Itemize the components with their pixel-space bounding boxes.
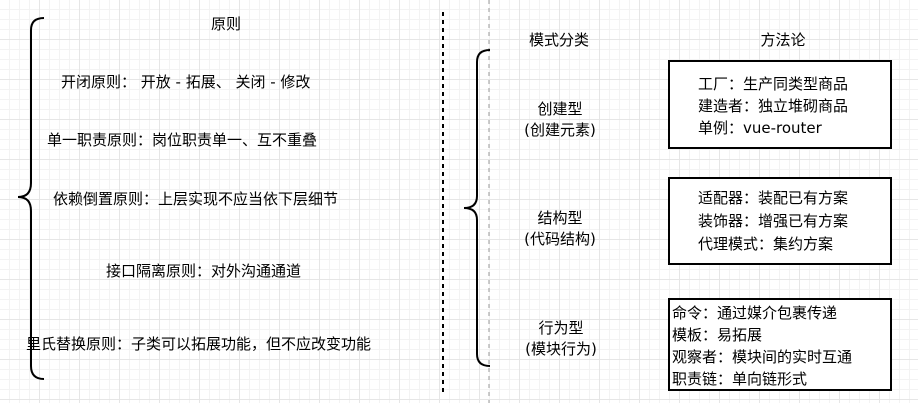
method-chain-of-responsibility: 职责链：单向链形式 bbox=[672, 370, 808, 388]
principle-interface-segregation: 接口隔离原则：对外沟通通道 bbox=[106, 262, 302, 280]
method-header: 方法论 bbox=[760, 31, 806, 49]
method-builder: 建造者：独立堆砌商品 bbox=[698, 97, 849, 115]
method-observer: 观察者：模块间的实时互通 bbox=[672, 348, 853, 366]
principle-open-closed: 开闭原则： 开放 - 拓展、 关闭 - 修改 bbox=[61, 73, 311, 91]
principles-header: 原则 bbox=[210, 15, 242, 33]
category-creational-sub: (创建元素) bbox=[524, 121, 596, 139]
method-singleton: 单例：vue-router bbox=[698, 119, 822, 137]
category-behavioral-sub: (模块行为) bbox=[525, 340, 597, 358]
creational-methods-box: 工厂：生产同类型商品 建造者：独立堆砌商品 单例：vue-router bbox=[668, 60, 892, 149]
method-template: 模板：易拓展 bbox=[672, 326, 763, 344]
principle-dependency-inversion: 依赖倒置原则：上层实现不应当依下层细节 bbox=[53, 190, 339, 208]
behavioral-methods-box: 命令：通过媒介包裹传递 模板：易拓展 观察者：模块间的实时互通 职责链：单向链形… bbox=[668, 298, 892, 391]
structural-methods-box: 适配器：装配已有方案 装饰器：增强已有方案 代理模式：集约方案 bbox=[668, 177, 892, 265]
category-header: 模式分类 bbox=[528, 31, 590, 49]
method-factory: 工厂：生产同类型商品 bbox=[698, 75, 849, 93]
left-curly-brace bbox=[17, 17, 45, 380]
method-decorator: 装饰器：增强已有方案 bbox=[698, 212, 849, 230]
category-structural-name: 结构型 bbox=[537, 209, 583, 227]
method-proxy: 代理模式：集约方案 bbox=[698, 235, 834, 253]
method-adapter: 适配器：装配已有方案 bbox=[698, 189, 849, 207]
principle-single-responsibility: 单一职责原则：岗位职责单一、互不重叠 bbox=[47, 131, 318, 149]
principle-liskov-substitution: 里氏替换原则：子类可以拓展功能，但不应改变功能 bbox=[26, 335, 372, 353]
right-curly-brace bbox=[463, 49, 491, 367]
method-command: 命令：通过媒介包裹传递 bbox=[672, 304, 838, 322]
category-behavioral-name: 行为型 bbox=[538, 319, 584, 337]
category-creational-name: 创建型 bbox=[537, 100, 583, 118]
category-structural-sub: (代码结构) bbox=[524, 230, 596, 248]
